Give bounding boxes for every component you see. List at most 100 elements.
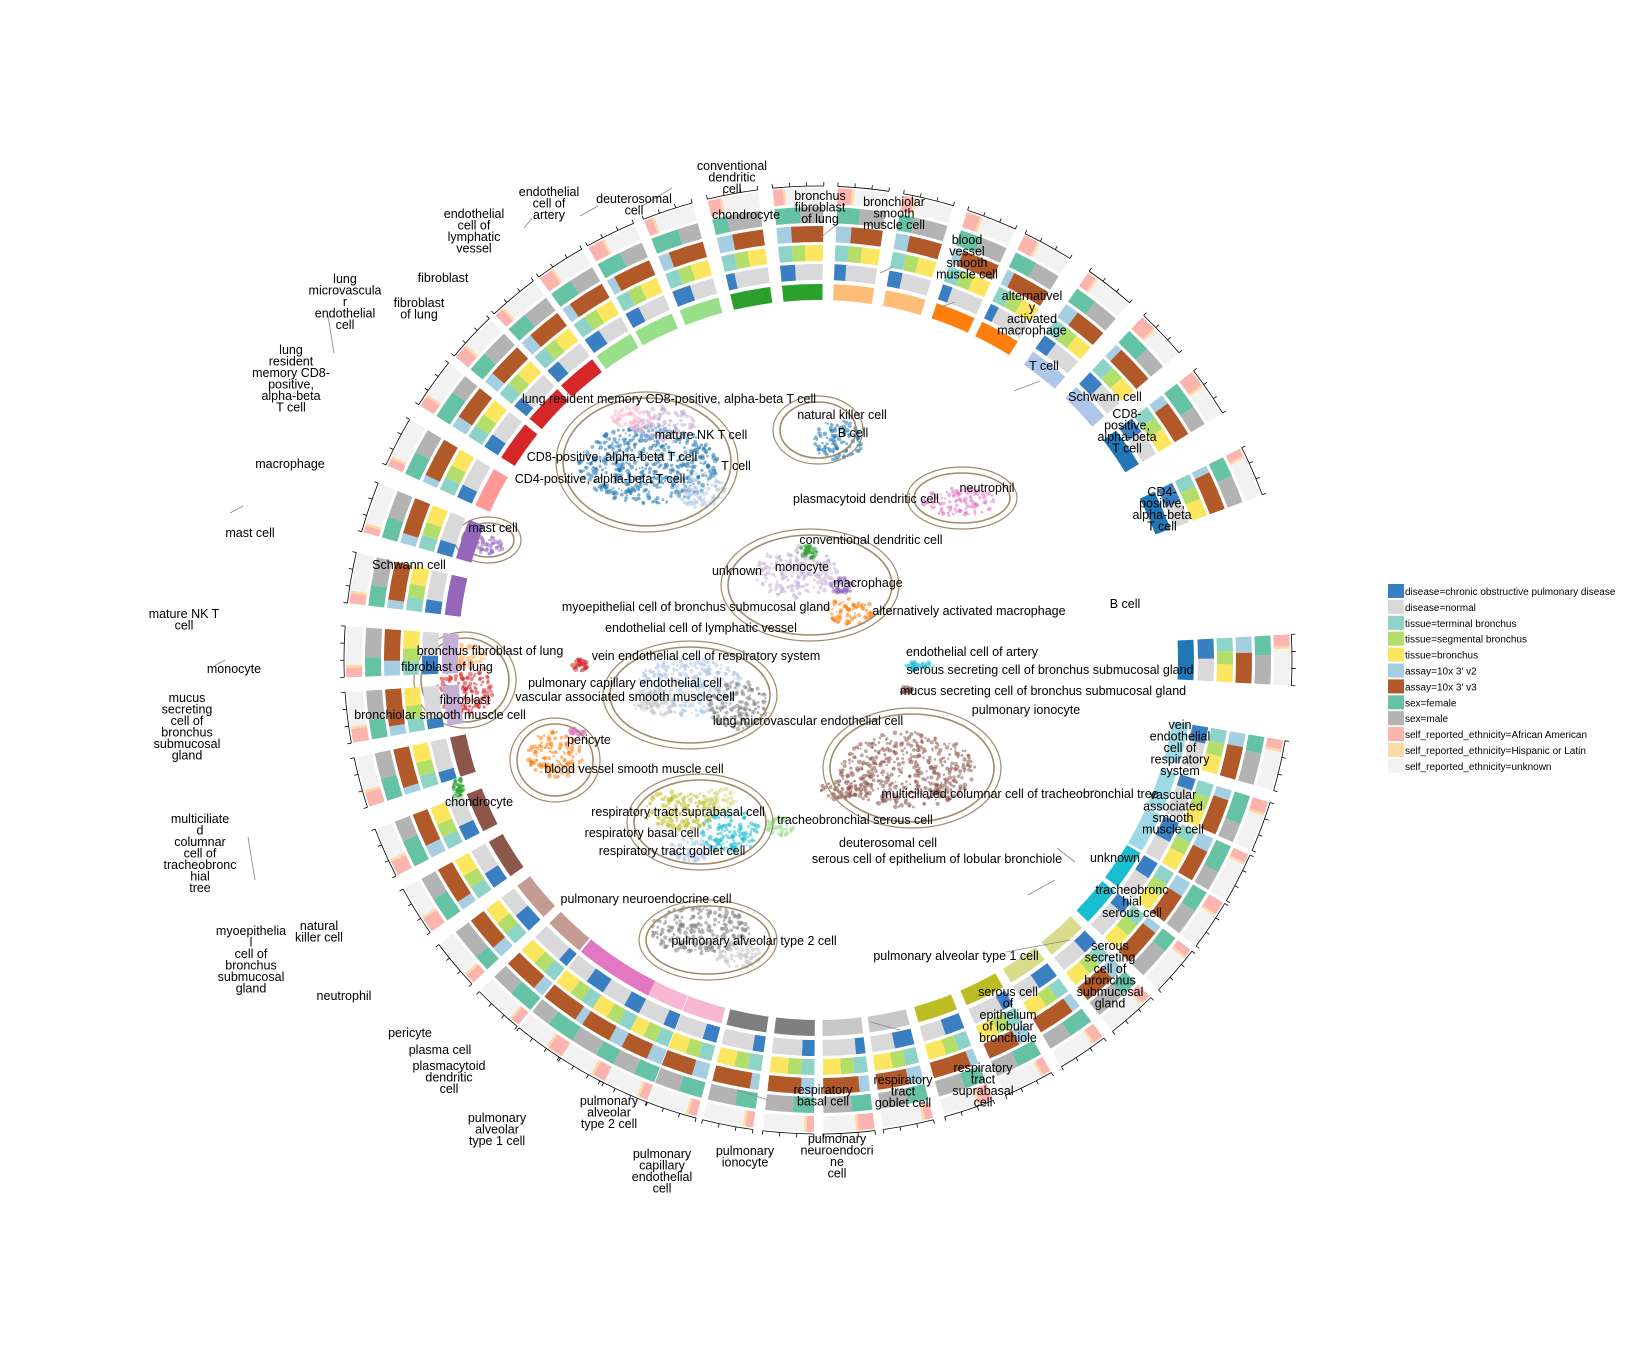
ring-axis-tick — [936, 197, 939, 202]
ring-track-segment — [1086, 278, 1098, 293]
ring-sector — [341, 684, 464, 745]
ring-track-segment — [1254, 655, 1272, 685]
ring-track-segment — [1228, 855, 1245, 865]
ring-track-segment — [1216, 664, 1233, 683]
outer-label-line: serous — [1091, 939, 1129, 953]
ring-track-segment — [675, 1014, 708, 1039]
ring-track-segment — [1173, 940, 1191, 957]
outer-label-line: suprabasal — [952, 1084, 1013, 1098]
ring-track-segment — [1155, 816, 1179, 842]
outer-label-line: alpha-beta — [1097, 430, 1156, 444]
outer-label-line: tracheobronc — [164, 858, 237, 872]
outer-label-line: respiratory — [1150, 753, 1210, 767]
outer-label-line: muscle cell — [863, 218, 925, 232]
ring-axis-tick — [357, 530, 362, 533]
ring-track-segment — [548, 1034, 571, 1057]
ring-axis-tick — [1195, 945, 1200, 949]
ring-track-segment — [1201, 905, 1216, 916]
cell-type-strip — [730, 287, 773, 310]
ring-track-segment — [1245, 734, 1265, 754]
cluster-label: vascular associated smooth muscle cell — [515, 690, 735, 704]
ring-track-segment — [833, 264, 847, 281]
outer-label-line: mucus — [169, 691, 206, 705]
ring-track-segment — [896, 214, 915, 233]
ring-track-segment — [448, 795, 474, 827]
cell-type-strip — [833, 284, 875, 304]
cluster-label: B cell — [838, 426, 869, 440]
ring-track-segment — [968, 996, 1003, 1024]
ring-axis-tick — [476, 991, 480, 995]
ring-track-segment — [1068, 312, 1104, 345]
outer-label-line: cell — [440, 1082, 459, 1096]
ring-track-segment — [1119, 418, 1142, 441]
ring-track-segment — [1042, 1022, 1071, 1049]
legend-entry: tissue=bronchus — [1388, 647, 1478, 662]
legend-swatch — [1388, 615, 1404, 630]
outer-label-line: monocyte — [207, 662, 261, 676]
ring-track-segment — [1174, 474, 1195, 493]
ring-track-segment — [437, 818, 458, 837]
ring-track-segment — [365, 627, 383, 658]
ring-track-segment — [1273, 646, 1290, 650]
density-contour — [822, 707, 1002, 829]
outer-label-line: artery — [533, 208, 566, 222]
legend-swatch — [1388, 584, 1404, 598]
ring-sector — [556, 961, 656, 1087]
ring-axis-tick — [1281, 757, 1286, 759]
legend-entry: tissue=segmental bronchus — [1388, 631, 1527, 646]
outer-label-line: deuterosomal — [596, 192, 672, 206]
legend-label: self_reported_ethnicity=unknown — [1405, 762, 1551, 773]
ring-track-segment — [504, 282, 545, 320]
ring-track-segment — [383, 629, 402, 661]
outer-label-line: cell of — [1094, 962, 1127, 976]
outer-label-line: system — [1160, 764, 1200, 778]
ring-sector — [382, 417, 508, 512]
outer-label-line: bronchus — [225, 959, 276, 973]
cell-type-strip — [517, 876, 556, 917]
ring-axis-tick — [1222, 410, 1227, 414]
cell-type-strip — [822, 1017, 864, 1036]
ring-track-segment — [791, 225, 824, 243]
ring-track-segment — [475, 946, 499, 970]
ring-track-segment — [1151, 887, 1182, 922]
ring-track-segment — [1205, 740, 1225, 757]
ring-track-segment — [712, 216, 731, 236]
ring-axis-tick — [348, 568, 353, 570]
ring-track-segment — [1166, 500, 1190, 528]
density-contour — [906, 466, 1018, 530]
ring-axis-tick — [352, 551, 357, 553]
ring-axis-tick — [1205, 931, 1210, 935]
ring-track-segment — [520, 1013, 556, 1046]
ring-axis-tick — [371, 828, 376, 831]
ring-axis-tick — [350, 757, 355, 759]
ring-track-segment — [347, 691, 367, 727]
ring-track-segment — [1022, 993, 1047, 1017]
ring-track-segment — [1003, 292, 1024, 314]
ring-track-segment — [1068, 288, 1096, 315]
ring-track-segment — [388, 561, 411, 602]
ring-axis-tick — [426, 932, 431, 936]
outer-label-line: alveolar — [475, 1123, 519, 1137]
ring-track-segment — [958, 251, 999, 280]
ring-track-segment — [1046, 319, 1067, 341]
ring-track-segment — [636, 1081, 646, 1097]
cluster-label: lung microvascular endothelial cell — [713, 714, 903, 728]
ring-axis-tick — [345, 585, 350, 587]
outer-label-line: alternativel — [1002, 289, 1062, 303]
ring-track-segment — [1131, 984, 1150, 1003]
ring-track-segment — [840, 1057, 855, 1075]
legend-swatch — [1388, 758, 1404, 773]
ring-track-segment — [544, 959, 565, 981]
ring-sector — [1103, 368, 1227, 473]
ring-track-segment — [792, 1096, 815, 1113]
ring-track-segment — [1185, 498, 1207, 521]
ring-track-segment — [941, 1035, 959, 1055]
ring-track-segment — [947, 287, 983, 315]
ring-axis-tick — [397, 432, 402, 435]
